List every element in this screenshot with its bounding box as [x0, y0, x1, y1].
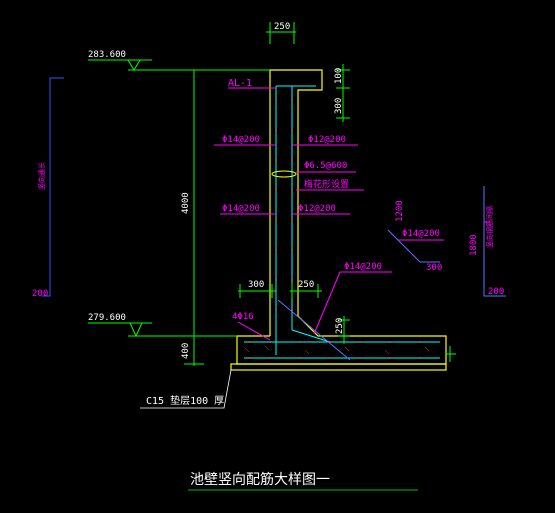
rebar-inner-mid: Φ12@200 — [298, 204, 336, 214]
cushion-note: C15 垫层100 厚 — [146, 394, 224, 407]
corner-bars: 4Φ16 — [232, 312, 254, 322]
right-1800: 1800 — [469, 234, 479, 256]
dim-haunch-300: 300 — [248, 280, 264, 290]
labels: 250 283.600 279.600 4000 400 100 300 AL-… — [32, 22, 504, 488]
tie-bar-symbol — [271, 170, 297, 178]
elevation-bottom: 279.600 — [88, 313, 126, 323]
dim-slab-250: 250 — [335, 318, 345, 334]
left-vertical-note: 竖向通长 — [37, 162, 46, 190]
right-300: 300 — [426, 263, 442, 273]
rebar-outer-top: Φ14@200 — [222, 135, 260, 145]
dimension-lines — [88, 22, 456, 366]
rebar-dots — [249, 99, 421, 359]
concrete-outline — [230, 69, 447, 371]
drawing-title: 池壁竖向配筋大样图一 — [190, 471, 330, 488]
right-200: 200 — [488, 287, 504, 297]
dim-top-width: 250 — [274, 22, 290, 32]
right-vertical-note: 竖向钢筋间隔 — [485, 206, 494, 248]
leader-lines — [214, 87, 490, 341]
right-1200: 1200 — [395, 200, 405, 222]
dim-haunch-250: 250 — [298, 280, 314, 290]
right-detail — [387, 186, 506, 297]
rebar-haunch: Φ14@200 — [344, 262, 382, 272]
label-al: AL-1 — [228, 78, 252, 89]
dim-top-100: 100 — [334, 68, 344, 84]
elevation-top: 283.600 — [88, 50, 126, 60]
white-leaders — [140, 369, 418, 491]
tie-note: 梅花形设置 — [304, 178, 349, 190]
right-rebar: Φ14@200 — [402, 229, 440, 239]
dim-height: 4000 — [181, 192, 191, 214]
left-bottom-num: 200 — [32, 289, 48, 299]
dim-top-300: 300 — [334, 98, 344, 114]
left-bracket — [42, 77, 64, 297]
dim-base: 400 — [181, 343, 191, 359]
slab-hatch — [244, 345, 430, 355]
rebar-outer-mid: Φ14@200 — [222, 204, 260, 214]
rebar-inner-top: Φ12@200 — [308, 135, 346, 145]
tie-bar-label: Φ6.5@600 — [304, 161, 347, 171]
